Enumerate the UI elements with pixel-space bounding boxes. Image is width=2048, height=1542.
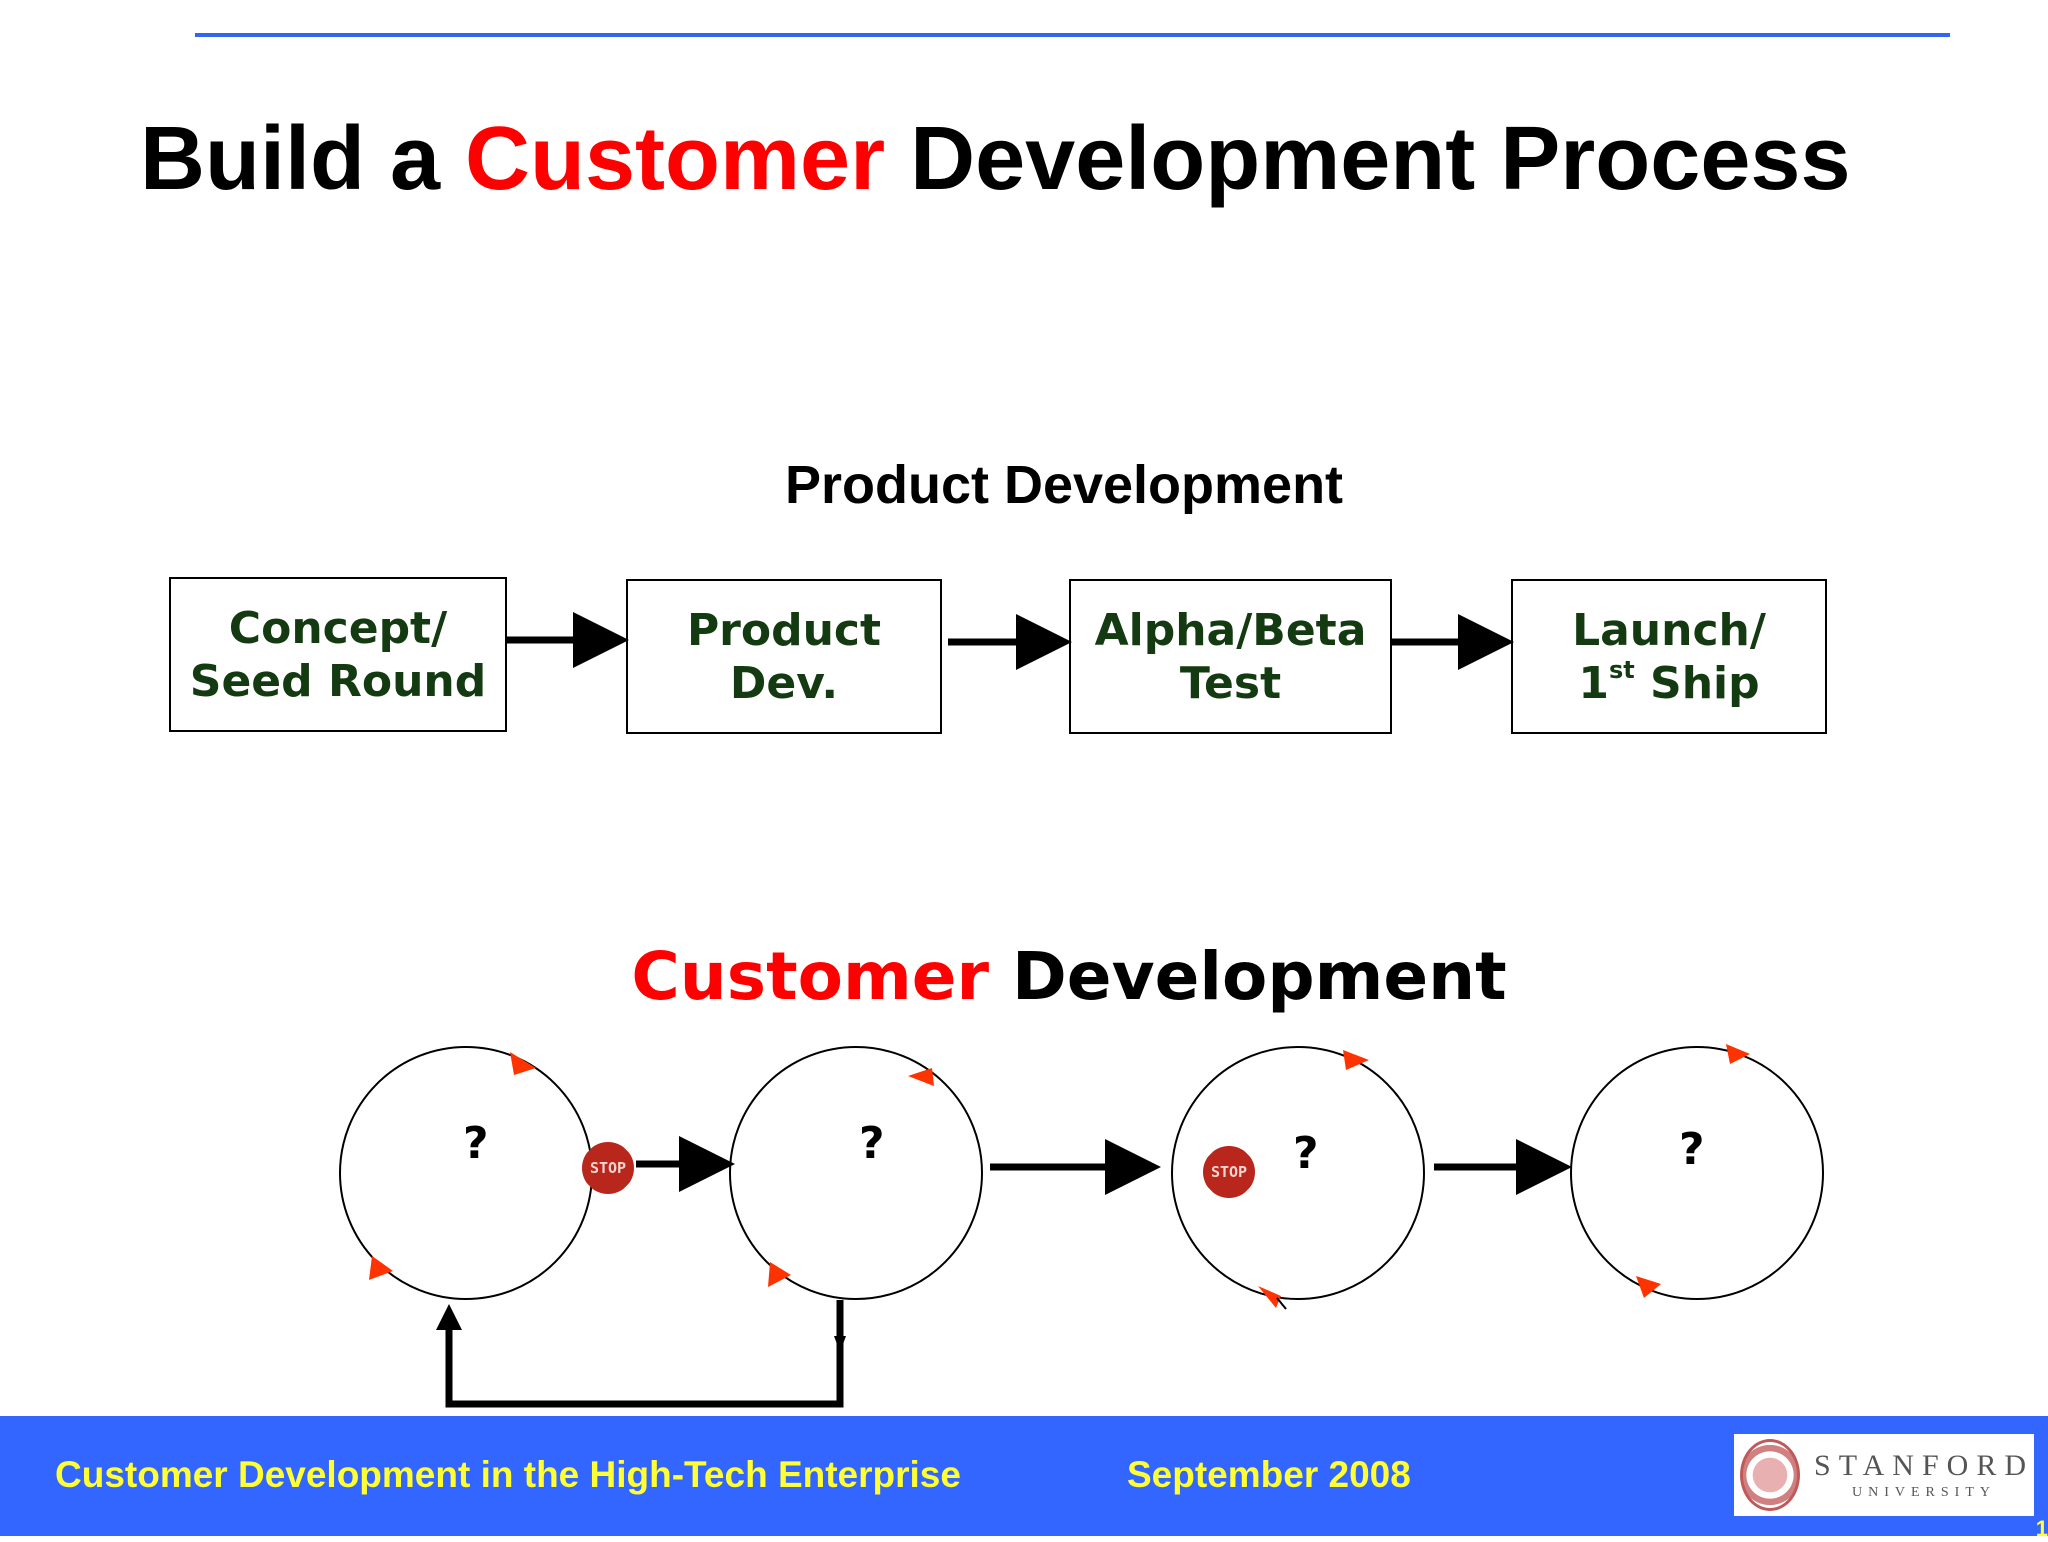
- cycle-arrowhead: [1636, 1276, 1661, 1298]
- cycle-arrowhead: [1726, 1044, 1750, 1064]
- top-rule: [195, 33, 1950, 37]
- logo-subtitle: UNIVERSITY: [1852, 1485, 1997, 1500]
- process-diagram: [339, 612, 1824, 1408]
- cd-step-unknown-2: ?: [859, 1118, 885, 1169]
- cd-step-circle-3: [1171, 1046, 1425, 1300]
- title-text-end: Development Process: [885, 109, 1851, 209]
- stanford-seal-icon: [1740, 1439, 1801, 1511]
- cycle-arrowhead: [1343, 1050, 1369, 1070]
- stanford-logo: STANFORD UNIVERSITY: [1734, 1434, 2034, 1516]
- feedback-down-arrowhead: [834, 1336, 846, 1352]
- heading-rest: Development: [989, 938, 1507, 1015]
- slide-title: Build a Customer Development Process: [0, 108, 2048, 211]
- title-text-start: Build a: [140, 109, 466, 209]
- page-number: 1: [2035, 1516, 2048, 1541]
- stop-sign-icon: STOP: [1203, 1146, 1255, 1198]
- stage-concept-seed-round: Concept/Seed Round: [169, 577, 507, 732]
- footer-title: Customer Development in the High-Tech En…: [55, 1454, 961, 1495]
- cycle-arrowhead: [768, 1262, 791, 1287]
- cycle-arrowhead: [1258, 1286, 1281, 1308]
- logo-wordmark: STANFORD UNIVERSITY: [1814, 1449, 2034, 1501]
- cd-step-unknown-3: ?: [1293, 1128, 1319, 1179]
- cursor-tick: [1276, 1297, 1287, 1310]
- cd-step-circle-2: [729, 1046, 983, 1300]
- footer-date: September 2008: [1127, 1454, 1411, 1495]
- stage-line: Alpha/Beta: [1094, 604, 1367, 656]
- logo-name: STANFORD: [1814, 1449, 2034, 1482]
- feedback-loop-arrowhead: [436, 1304, 462, 1330]
- cd-step-unknown-1: ?: [463, 1118, 489, 1169]
- customer-development-heading: Customer Development: [0, 938, 2048, 1015]
- cycle-arrowhead: [369, 1256, 393, 1280]
- cycle-arrowhead: [510, 1052, 536, 1075]
- stage-line: 1st Ship: [1572, 655, 1766, 710]
- cycle-arrowhead: [908, 1068, 934, 1086]
- stage-line: Seed Round: [189, 655, 487, 707]
- footer-bar: Customer Development in the High-Tech En…: [0, 1416, 2048, 1541]
- stage-line: Concept/: [228, 602, 448, 654]
- ordinal-number: 1: [1578, 657, 1609, 709]
- stage-line: Dev.: [729, 657, 839, 709]
- stage-launch-first-ship: Launch/1st Ship: [1511, 579, 1827, 734]
- heading-highlight: Customer: [631, 938, 990, 1015]
- title-highlight: Customer: [465, 109, 886, 209]
- cd-step-unknown-4: ?: [1679, 1124, 1705, 1175]
- feedback-loop-arrow: [445, 1300, 844, 1408]
- stage-line: Product: [686, 604, 882, 656]
- stage-line: Launch/: [1572, 604, 1766, 656]
- stage-line-rest: Ship: [1634, 657, 1760, 709]
- product-development-heading: Product Development: [784, 455, 1344, 515]
- stage-line: Test: [1179, 657, 1282, 709]
- ordinal-suffix: st: [1608, 655, 1635, 684]
- stop-sign-icon: STOP: [582, 1142, 634, 1194]
